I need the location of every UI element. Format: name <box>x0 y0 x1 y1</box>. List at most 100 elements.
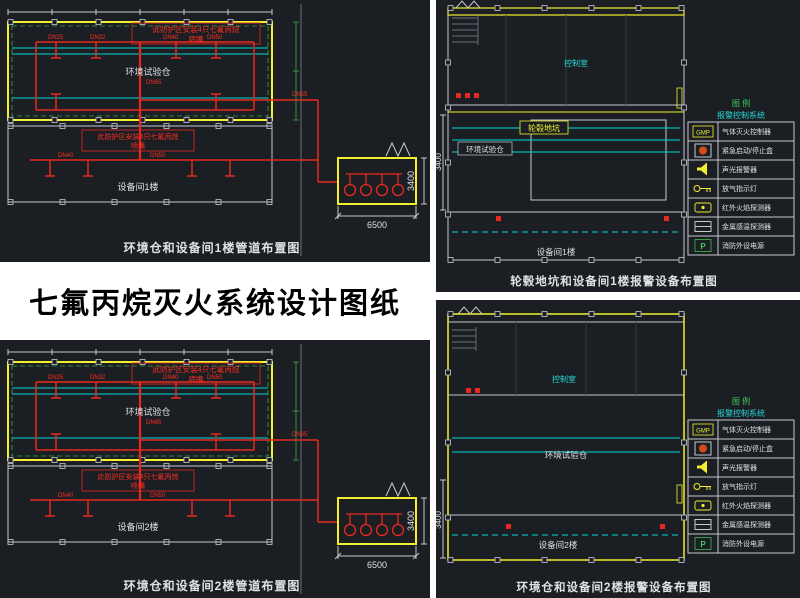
dim-height-lines <box>421 497 427 545</box>
svg-text:DN40: DN40 <box>163 375 179 381</box>
emergency-start-stop-symbol <box>694 441 712 456</box>
gas-controller-symbol: GMP <box>692 423 714 436</box>
interior-grid <box>505 15 627 105</box>
svg-text:轮毂地坑: 轮毂地坑 <box>528 123 560 133</box>
svg-text:金属感温探测器: 金属感温探测器 <box>722 520 771 529</box>
chamber-label: 环境试验仓 <box>125 66 170 77</box>
top-ruler <box>7 349 273 355</box>
ir-flame-detector-symbol <box>694 202 712 213</box>
green-dimension <box>293 21 299 121</box>
caption: 环境仓和设备间1楼管道布置图 <box>124 240 301 255</box>
svg-text:DN40: DN40 <box>163 35 179 41</box>
room-note-line2: 喷嘴 <box>131 141 145 150</box>
svg-text:放气指示灯: 放气指示灯 <box>722 482 757 491</box>
door-symbol <box>455 0 481 9</box>
room-note-line2: 喷嘴 <box>131 481 145 490</box>
legend-labels: 气体灭火控制器 紧急启动/停止盒 声光报警器 放气指示灯 红外火焰探测器 金属感… <box>722 127 773 250</box>
sound-light-alarm-symbol <box>697 460 707 474</box>
gas-controller-symbol: GMP <box>692 125 714 138</box>
interior-grid <box>515 322 637 395</box>
svg-text:GMP: GMP <box>696 429 710 435</box>
svg-text:DN25: DN25 <box>48 35 64 41</box>
svg-text:红外火焰探测器: 红外火焰探测器 <box>722 203 771 212</box>
gas-discharge-lamp-symbol <box>693 483 711 490</box>
fire-power-supply-symbol: P <box>694 239 712 252</box>
legend-table: GMP P 气体灭火控制器 紧急启动/停止盒 声光报警器 放气指示灯 红 <box>687 121 795 256</box>
svg-text:P: P <box>700 242 706 251</box>
door-symbol <box>385 141 411 158</box>
dim-height-text: 3400 <box>436 153 443 171</box>
dim-width-text: 6500 <box>367 220 387 230</box>
nozzle-note-line2: 喷嘴 <box>189 34 204 44</box>
room-note-line1: 此防护区安装4只七氟丙烷 <box>98 472 179 481</box>
room-label: 设备间1楼 <box>117 181 158 192</box>
door-symbol <box>457 306 483 315</box>
caption: 环境仓和设备间2楼管道布置图 <box>124 578 301 593</box>
green-dimension <box>293 361 299 461</box>
dim-height-lines <box>440 479 446 559</box>
svg-text:DN32: DN32 <box>90 35 106 41</box>
dim-height-lines <box>440 114 446 211</box>
building-outline <box>447 313 685 561</box>
door-symbol <box>385 481 411 498</box>
legend-title: 报警控制系统 <box>717 408 765 418</box>
dim-height-lines <box>421 157 427 205</box>
dim-width-text: 6500 <box>367 560 387 570</box>
svg-text:气体灭火控制器: 气体灭火控制器 <box>722 127 771 136</box>
legend-table: GMP P 气体灭火控制器 紧急启动/停止盒 声光报警器 放气指示灯 红 <box>687 419 795 554</box>
room-note-line1: 此防护区安装4只七氟丙烷 <box>98 132 179 141</box>
alarm-floor2-drawing: 控制室 环境试验仓 设备间2楼 3400 图 例 报警控制系统 GMP <box>436 306 795 594</box>
dim-width-lines <box>334 206 420 220</box>
svg-text:声光报警器: 声光报警器 <box>722 463 757 472</box>
svg-text:DN65: DN65 <box>146 80 162 86</box>
control-room-label: 控制室 <box>564 58 588 68</box>
svg-text:DN50: DN50 <box>150 493 166 499</box>
room-piping <box>30 499 318 517</box>
dim-width-lines <box>334 546 420 560</box>
interior-walls <box>448 321 684 516</box>
chamber-label: 环境试验仓 <box>545 450 588 460</box>
svg-text:放气指示灯: 放气指示灯 <box>722 184 757 193</box>
svg-text:消防外设电源: 消防外设电源 <box>722 241 764 250</box>
svg-text:消防外设电源: 消防外设电源 <box>722 539 764 548</box>
svg-text:紧急启动/停止盒: 紧急启动/停止盒 <box>722 444 773 453</box>
sound-light-alarm-symbol <box>697 162 707 176</box>
svg-text:GMP: GMP <box>696 131 710 137</box>
dim-height-text: 3400 <box>406 511 416 531</box>
svg-text:气体灭火控制器: 气体灭火控制器 <box>722 425 771 434</box>
chamber-piping <box>35 41 338 183</box>
panel-alarm-floor1: 控制室 轮毂地坑 环境试验仓 设备间1楼 3400 图 例 报警控制系统 GMP <box>436 0 800 292</box>
svg-text:P: P <box>700 540 706 549</box>
nozzle-note-line1: 此防护区安装4只七氟丙烷 <box>153 364 240 374</box>
alarm-devices <box>466 388 665 529</box>
main-title: 七氟丙烷灭火系统设计图纸 <box>28 288 401 320</box>
stairs <box>452 327 477 351</box>
dim-height-text: 3400 <box>406 171 416 191</box>
gas-discharge-lamp-symbol <box>693 185 711 192</box>
room-note-box <box>81 129 195 152</box>
legend-grid <box>687 419 795 554</box>
fire-power-supply-symbol: P <box>694 537 712 550</box>
legend-grid <box>687 121 795 256</box>
room-piping <box>30 159 318 177</box>
svg-text:DN65: DN65 <box>292 432 308 438</box>
nozzle-note-box <box>131 22 261 45</box>
svg-text:紧急启动/停止盒: 紧急启动/停止盒 <box>722 146 773 155</box>
room-label: 设备间2楼 <box>539 540 578 550</box>
ir-flame-detector-symbol <box>694 500 712 511</box>
emergency-start-stop-symbol <box>694 143 712 158</box>
svg-text:DN25: DN25 <box>48 375 64 381</box>
door-marker <box>676 87 683 109</box>
stairs <box>452 15 479 45</box>
title-band: 七氟丙烷灭火系统设计图纸 <box>0 262 430 340</box>
legend-header: 图 例 <box>732 396 750 406</box>
legend-title: 报警控制系统 <box>717 110 765 120</box>
svg-text:DN50: DN50 <box>150 153 166 159</box>
caption: 环境仓和设备间2楼报警设备布置图 <box>517 580 712 594</box>
cylinder-room <box>337 481 417 545</box>
